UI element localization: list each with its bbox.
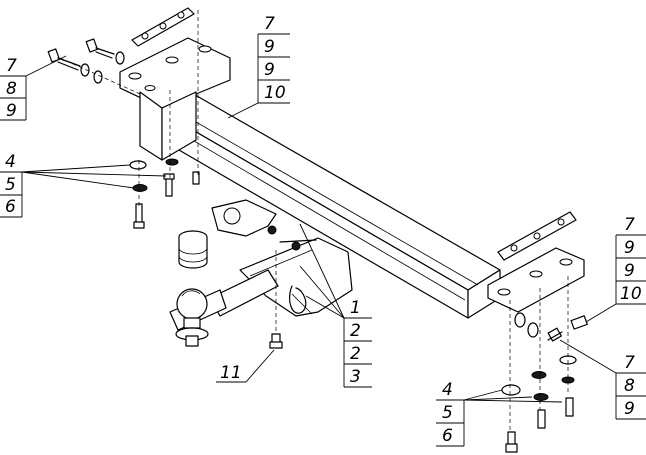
right-mounting-bracket (487, 247, 585, 313)
callout-right-upper-1: 7 (624, 215, 635, 235)
callout-right-lower: 7 8 9 (559, 339, 646, 420)
right-bottom-bolts (501, 371, 575, 453)
callout-top-left-3: 9 (6, 101, 17, 121)
socket-plate (211, 199, 277, 237)
assembly-axes (59, 10, 569, 430)
left-mounting-bracket (119, 37, 231, 161)
callout-right-lower-1: 7 (624, 353, 635, 373)
callout-top-center-2: 9 (264, 37, 275, 57)
callout-top-center-1: 7 (264, 14, 275, 34)
callout-center-bottom-1: 1 (350, 298, 361, 318)
callout-top-left-2: 8 (6, 79, 17, 99)
left-reinforcement-plate (131, 7, 195, 47)
callout-right-upper-3: 9 (624, 261, 635, 281)
callout-mid-left-1: 4 (5, 152, 16, 172)
ball-bolt (269, 333, 283, 349)
callout-bottom-center-3: 6 (442, 426, 453, 446)
callout-bottom-left-1: 11 (220, 363, 242, 383)
left-bottom-bolts (129, 158, 200, 229)
callout-top-center-3: 9 (264, 60, 275, 80)
callout-right-upper: 7 9 9 10 (585, 215, 646, 323)
callout-center-bottom: 1 2 2 3 (299, 223, 372, 388)
locking-pin (279, 239, 317, 314)
tow-ball (175, 288, 209, 347)
callout-top-center-4: 10 (264, 83, 286, 103)
right-reinforcement-plate (497, 211, 577, 261)
callout-top-left: 7 8 9 (0, 55, 67, 121)
callout-bottom-center: 4 5 6 (436, 380, 563, 447)
callout-mid-left-2: 5 (5, 175, 16, 195)
callout-bottom-left: 11 (216, 349, 275, 383)
callout-top-left-1: 7 (6, 56, 17, 76)
right-side-bolts (514, 312, 588, 365)
callout-top-center: 7 9 9 10 (227, 14, 290, 119)
callout-center-bottom-4: 3 (350, 367, 361, 387)
ball-cap (178, 230, 208, 269)
callout-mid-left-3: 6 (5, 197, 16, 217)
callout-center-bottom-2: 2 (350, 321, 361, 341)
callout-right-lower-3: 9 (624, 399, 635, 419)
callout-right-upper-4: 10 (620, 284, 642, 304)
callout-right-upper-2: 9 (624, 238, 635, 258)
left-top-bolts (47, 38, 125, 84)
callout-right-lower-2: 8 (624, 376, 635, 396)
callout-bottom-center-2: 5 (442, 403, 453, 423)
callout-center-bottom-3: 2 (350, 344, 361, 364)
callout-bottom-center-1: 4 (442, 380, 453, 400)
callout-mid-left: 4 5 6 (0, 152, 167, 218)
